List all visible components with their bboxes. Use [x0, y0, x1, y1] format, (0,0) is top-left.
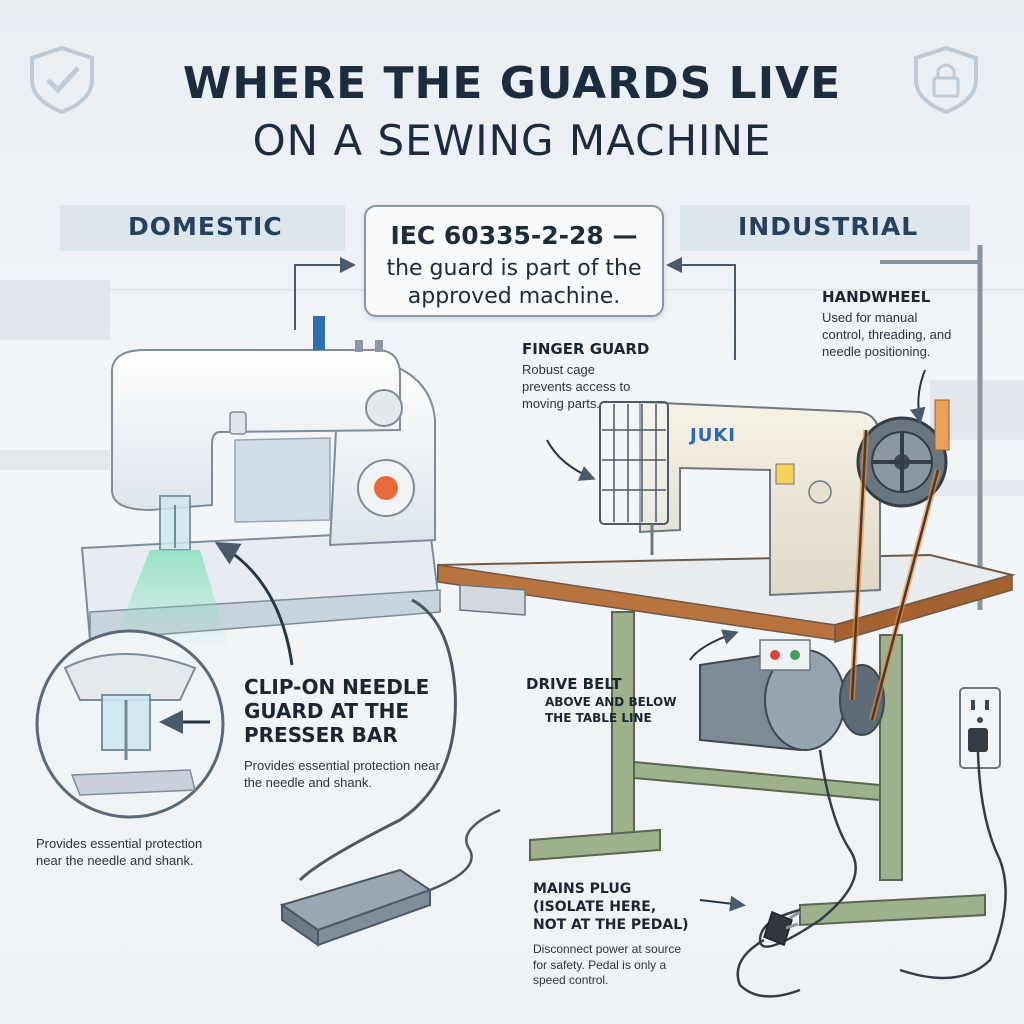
needle-guard-title-line2: GUARD AT THE: [244, 699, 410, 723]
industrial-sewing-machine: [437, 245, 1016, 998]
finger-guard-cage: [599, 401, 669, 525]
needle-guard-title: CLIP-ON NEEDLE GUARD AT THE PRESSER BAR: [244, 675, 429, 747]
needle-guard-title-line3: PRESSER BAR: [244, 723, 398, 747]
page-title-line1: WHERE THE GUARDS LIVE: [182, 58, 842, 109]
inset-note: Provides essential protection near the n…: [36, 836, 203, 868]
mains-plug-text: Disconnect power at source for safety. P…: [533, 942, 682, 988]
industrial-banner: [680, 205, 970, 251]
mains-plug-arrow: [699, 895, 746, 912]
needle-guard-inset: [35, 629, 225, 819]
drive-belt-arrow: [689, 629, 739, 661]
machine-brand-logo: JUKI: [690, 425, 736, 446]
handwheel: [856, 416, 948, 508]
handwheel-text: Used for manual control, threading, and …: [822, 310, 952, 359]
mains-plug-title-line2: (ISOLATE HERE,: [533, 899, 657, 916]
shield-check-icon: [30, 45, 94, 115]
finger-guard-text: Robust cage prevents access to moving pa…: [522, 362, 631, 411]
drive-belt-title: DRIVE BELT: [526, 675, 622, 693]
handwheel-arrow: [909, 369, 926, 424]
finger-guard-title: FINGER GUARD: [522, 340, 650, 358]
domestic-sewing-machine: [80, 316, 457, 882]
drive-belt-subtitle-line2: THE TABLE LINE: [545, 710, 652, 725]
shield-lock-icon: [914, 45, 978, 115]
standard-callout-box: IEC 60335-2-28 — the guard is part of th…: [364, 205, 664, 317]
mains-plug-title-line1: MAINS PLUG: [533, 881, 632, 897]
industrial-label: INDUSTRIAL: [738, 212, 919, 241]
domestic-connector-arrow: [294, 257, 356, 330]
wall-socket-icon: [899, 687, 1007, 980]
handwheel-title: HANDWHEEL: [822, 288, 931, 306]
needle-guard-text: Provides essential protection near the n…: [244, 758, 440, 790]
domestic-banner: [60, 205, 345, 251]
mains-plug-title: MAINS PLUG (ISOLATE HERE, NOT AT THE PED…: [533, 880, 689, 935]
industrial-connector-arrow: [666, 257, 736, 360]
page-title-line2: ON A SEWING MACHINE: [252, 116, 772, 165]
needle-guard-title-line1: CLIP-ON NEEDLE: [244, 675, 430, 699]
mains-plug: [736, 910, 801, 998]
finger-guard-arrow: [546, 439, 596, 481]
standard-text-line2: approved machine.: [407, 284, 621, 310]
drive-belt-subtitle: ABOVE AND BELOW THE TABLE LINE: [545, 695, 676, 726]
drive-belt-subtitle-line1: ABOVE AND BELOW: [545, 695, 677, 709]
foot-pedal: [279, 808, 501, 947]
standard-text-line1: the guard is part of the: [386, 256, 642, 281]
standard-code: IEC 60335-2-28 —: [390, 221, 638, 250]
domestic-label: DOMESTIC: [128, 212, 283, 241]
needle-guard-arrow: [214, 541, 294, 666]
mains-plug-title-line3: NOT AT THE PEDAL): [533, 917, 689, 934]
